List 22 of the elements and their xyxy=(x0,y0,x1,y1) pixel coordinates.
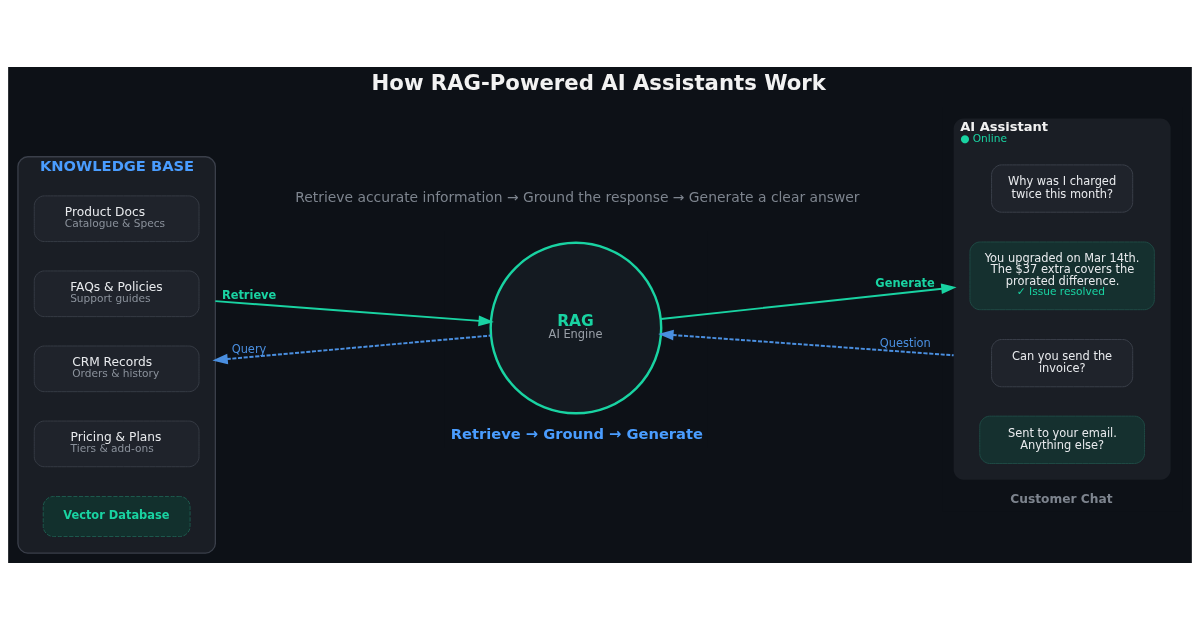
arrow xyxy=(214,300,494,327)
node-box: Sent to your email. Anything else? xyxy=(979,415,1146,464)
label: Retrieve accurate information → Ground the response → Generate a clear answer xyxy=(295,188,860,205)
node-box: Pricing & Plans Tiers & add-ons xyxy=(33,420,200,468)
node-box: Why was I charged twice this month? xyxy=(991,164,1134,213)
diagram-title: How RAG-Powered AI Assistants Work xyxy=(371,69,826,95)
node-box: FAQs & Policies Support guides xyxy=(33,270,200,318)
node-label: Retrieve → Ground → Generate xyxy=(450,425,703,443)
edge-label: Retrieve xyxy=(221,287,277,302)
node-box: Can you send the invoice? xyxy=(991,339,1134,388)
node-box: CRM Records Orders & history xyxy=(33,345,200,393)
arrow xyxy=(659,283,957,320)
arrow xyxy=(658,329,955,357)
node-box: Product Docs Catalogue & Specs xyxy=(33,195,200,243)
node-circle: RAG AI Engine xyxy=(489,241,663,415)
edge-label: Generate xyxy=(875,275,935,290)
node-box: Vector Database xyxy=(42,496,191,537)
arrow xyxy=(212,334,492,365)
node-box: You upgraded on Mar 14th. The $37 extra covers the prorated difference. ✓ Issue resolved xyxy=(969,241,1155,311)
edge-label: Query xyxy=(231,341,267,356)
edge-label: Question xyxy=(879,335,931,350)
node-label: Customer Chat xyxy=(1010,492,1113,507)
